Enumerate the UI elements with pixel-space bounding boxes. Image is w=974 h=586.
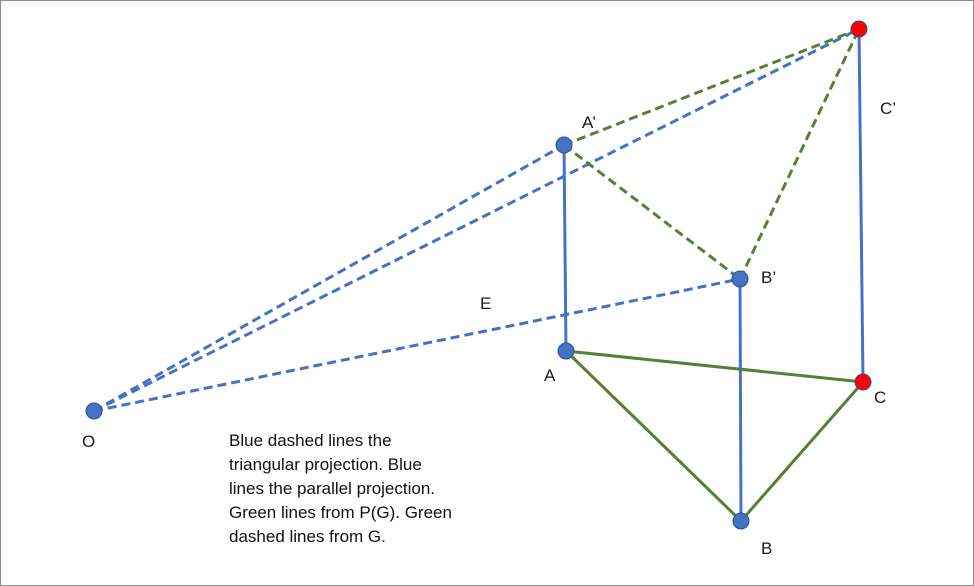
green-b-c bbox=[739, 381, 865, 522]
caption-line-3: lines the parallel projection. bbox=[229, 479, 436, 498]
point-b-prime bbox=[731, 270, 749, 288]
label-a: A bbox=[544, 366, 556, 385]
caption-line-4: Green lines from P(G). Green bbox=[229, 503, 452, 522]
caption: Blue dashed lines the triangular project… bbox=[229, 429, 499, 549]
green-dashed-a-prime-b-prime bbox=[563, 143, 741, 281]
label-o: O bbox=[82, 432, 96, 451]
label-b-prime: B’ bbox=[761, 268, 777, 287]
point-c-prime bbox=[850, 20, 868, 38]
label-e: E bbox=[480, 294, 492, 313]
dashed-o-to-a-prime bbox=[93, 143, 565, 413]
label-b: B bbox=[761, 539, 773, 558]
point-a bbox=[557, 342, 575, 360]
label-c-prime: C’ bbox=[880, 99, 897, 118]
caption-line-1: Blue dashed lines the bbox=[229, 431, 392, 450]
point-c bbox=[854, 373, 872, 391]
label-a-prime: A’ bbox=[582, 113, 596, 132]
caption-line-2: triangular projection. Blue bbox=[229, 455, 422, 474]
dashed-o-to-b-prime bbox=[93, 277, 741, 413]
point-b bbox=[732, 512, 750, 530]
green-dashed-b-prime-c-prime bbox=[738, 28, 861, 280]
green-a-c bbox=[565, 349, 864, 384]
point-a-prime bbox=[555, 136, 573, 154]
green-dashed-a-prime-c-prime bbox=[563, 27, 860, 147]
dashed-o-to-c-prime bbox=[93, 27, 860, 413]
point-o bbox=[85, 402, 103, 420]
label-c: C bbox=[874, 388, 887, 407]
parallel-a-a-prime bbox=[562, 144, 568, 352]
green-a-b bbox=[564, 349, 743, 523]
parallel-b-b-prime bbox=[738, 278, 743, 522]
parallel-c-c-prime bbox=[857, 28, 865, 383]
caption-line-5: dashed lines from G. bbox=[229, 527, 386, 546]
